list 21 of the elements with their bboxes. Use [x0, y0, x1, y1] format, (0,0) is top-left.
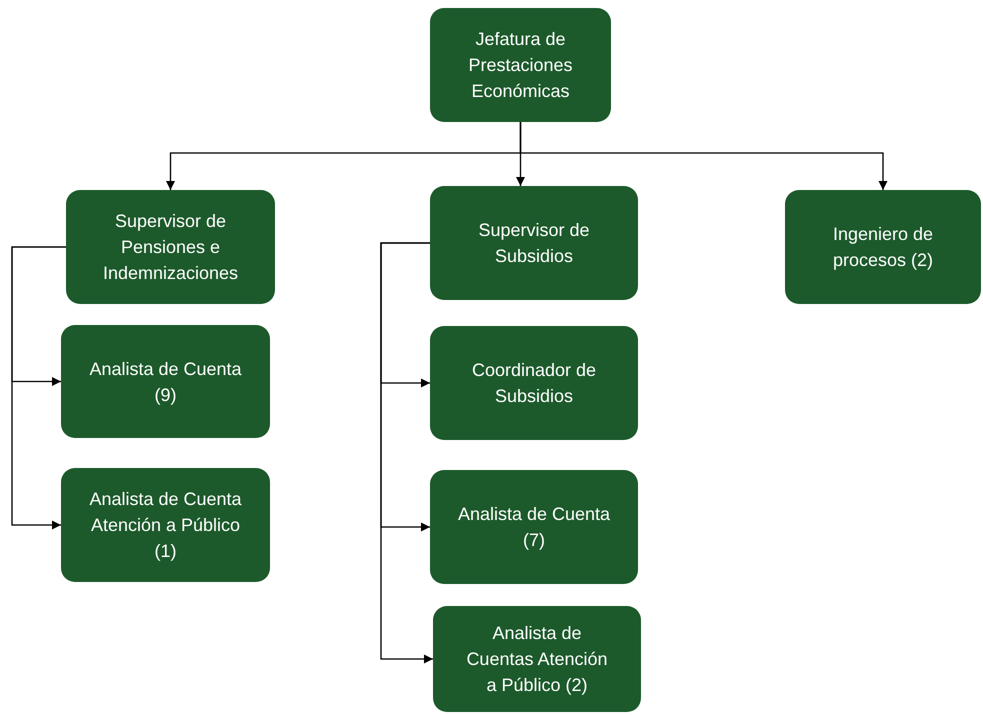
role-label: Analista de Cuenta (9) [88, 358, 243, 407]
role-box [430, 186, 638, 300]
role-box [61, 325, 270, 438]
role-label: Ingeniero de procesos (2) [832, 223, 934, 272]
role-box [430, 8, 611, 122]
role-label: Supervisor de Pensiones e Indemnizaciones [102, 210, 240, 285]
role-label: Jefatura de Prestaciones Económicas [467, 28, 574, 103]
connector-arrow [520, 122, 888, 190]
role-box [66, 190, 275, 304]
role-box [61, 468, 270, 582]
connector-arrow [380, 242, 433, 664]
role-label: Analista de Cuenta (7) [456, 503, 612, 552]
role-box [430, 326, 638, 440]
role-label: Supervisor de Subsidios [477, 219, 591, 268]
role-box [430, 470, 638, 584]
connector-arrow [11, 246, 66, 530]
role-label: Analista de Cuenta Atención a Público (1) [88, 488, 243, 563]
role-box [785, 190, 981, 304]
role-label: Analista de Cuentas Atención a Público (2) [465, 622, 609, 697]
role-label: Coordinador de Subsidios [470, 359, 598, 408]
role-box [433, 606, 641, 712]
